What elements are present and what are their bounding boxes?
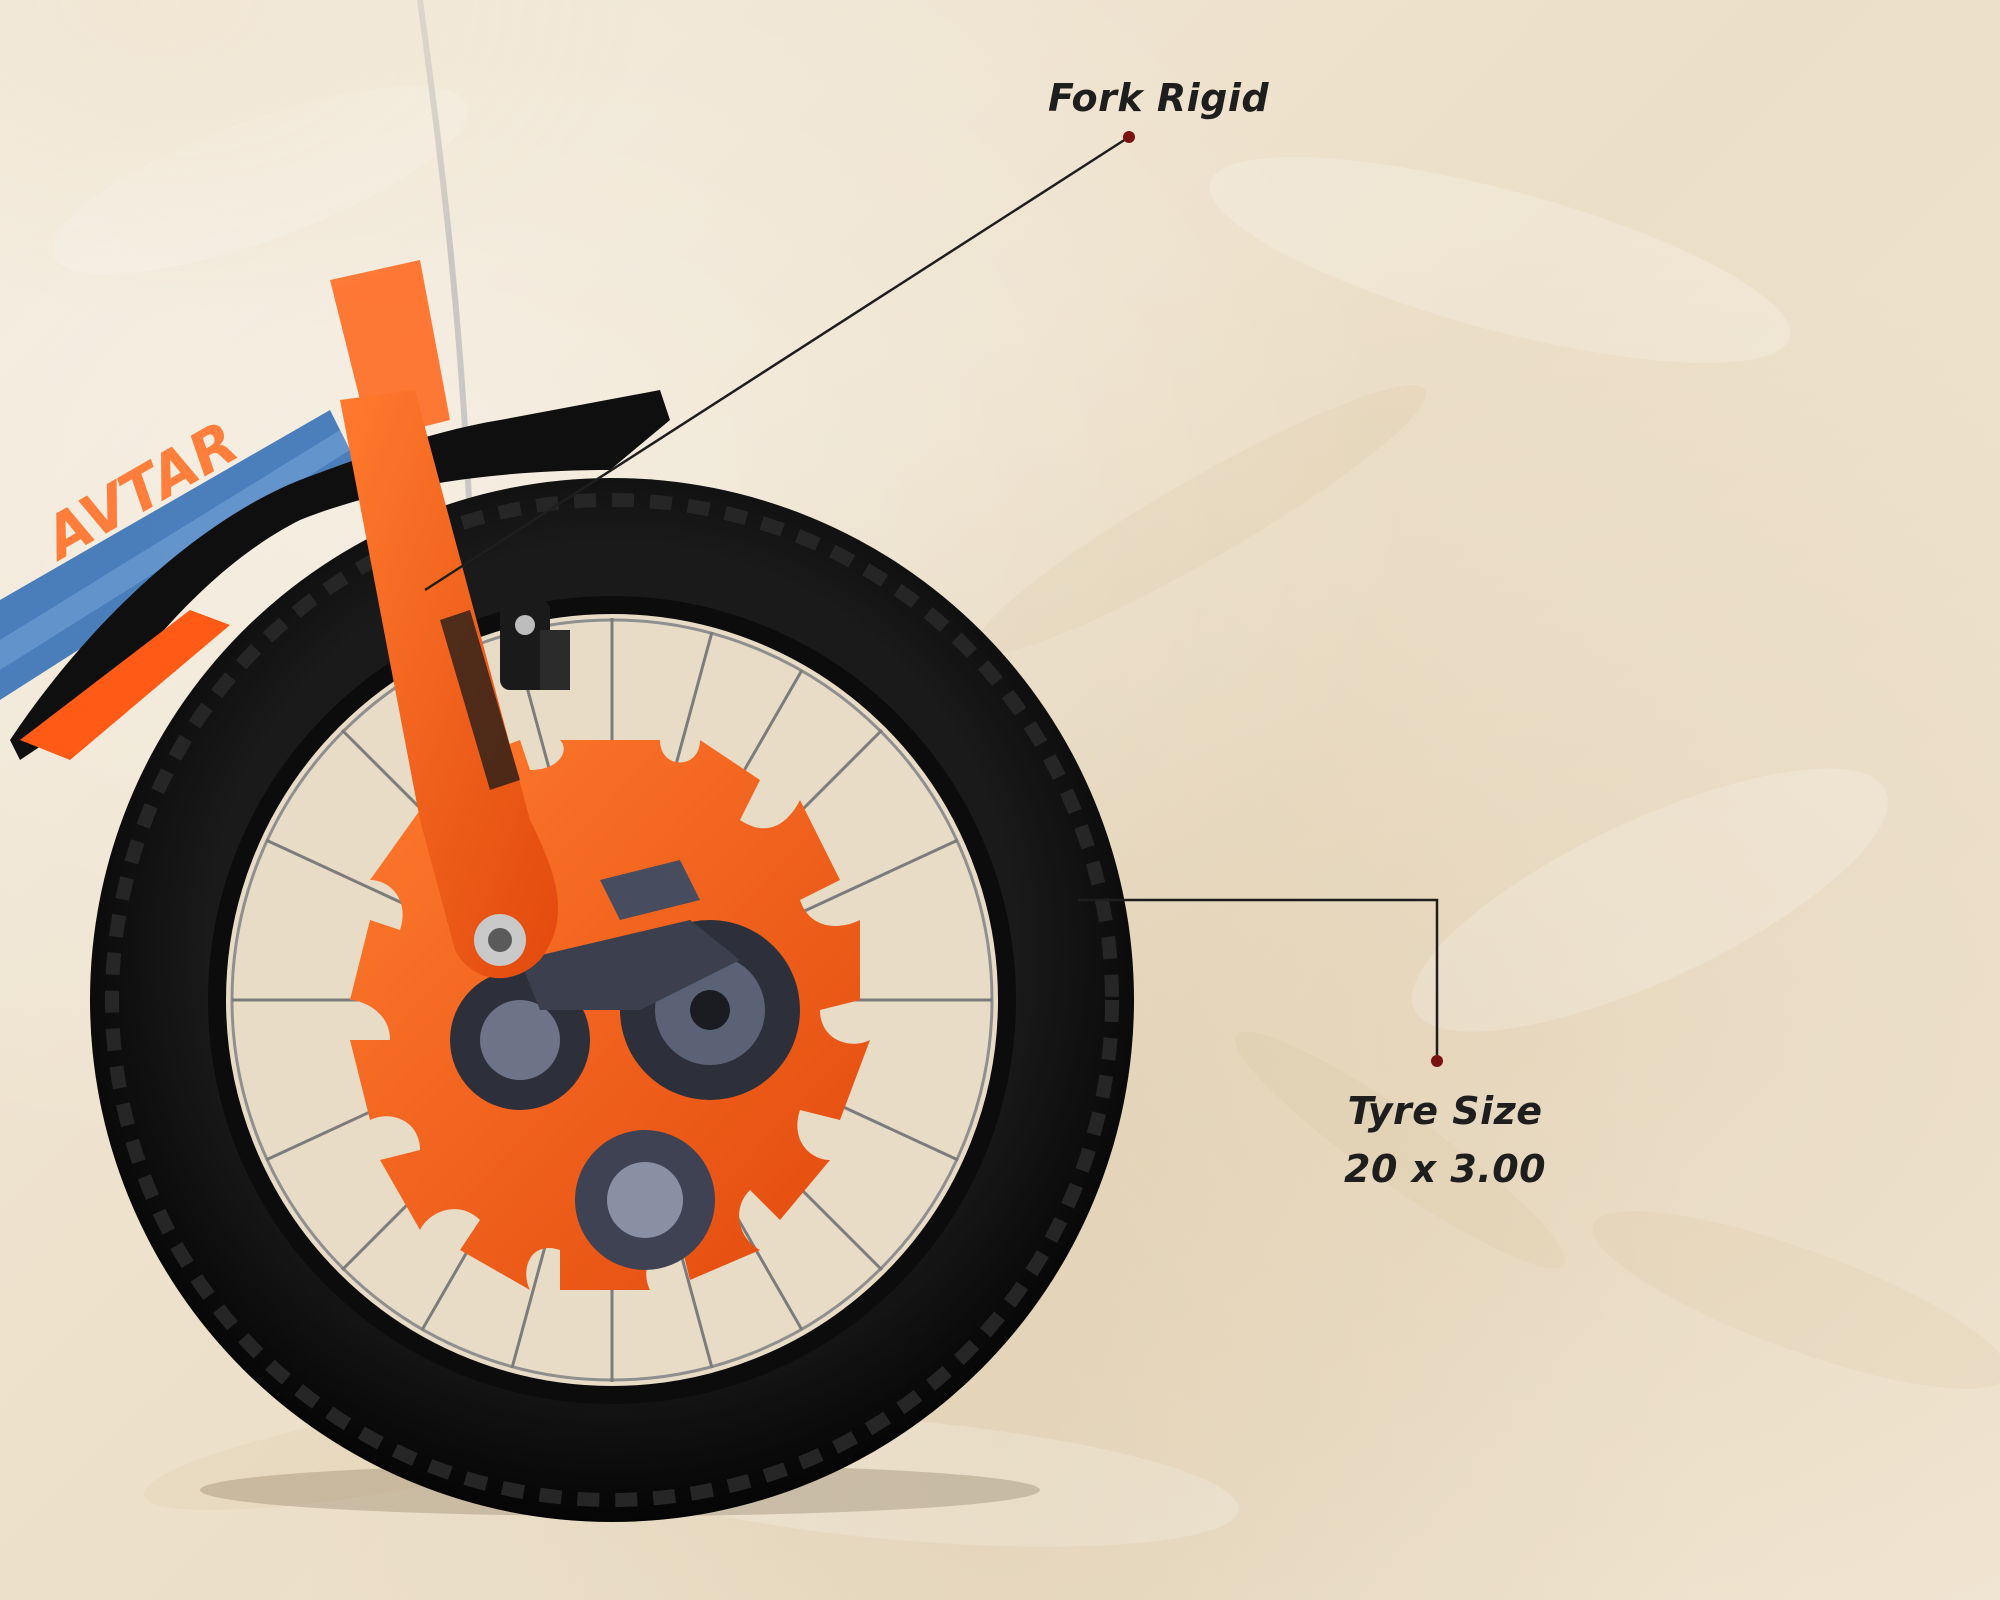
- tyre-size-title: Tyre Size: [1347, 1089, 1543, 1133]
- rigid-fork: [340, 390, 559, 979]
- tyre-callout-label: Tyre Size 20 x 3.00: [1344, 1082, 1546, 1198]
- v-brake: [500, 600, 570, 690]
- tyre-callout-leader: [1078, 898, 1443, 1067]
- fork-callout-label: Fork Rigid: [1048, 76, 1270, 120]
- fork-callout-leader: [424, 131, 1135, 592]
- tyre-size-value: 20 x 3.00: [1344, 1147, 1547, 1191]
